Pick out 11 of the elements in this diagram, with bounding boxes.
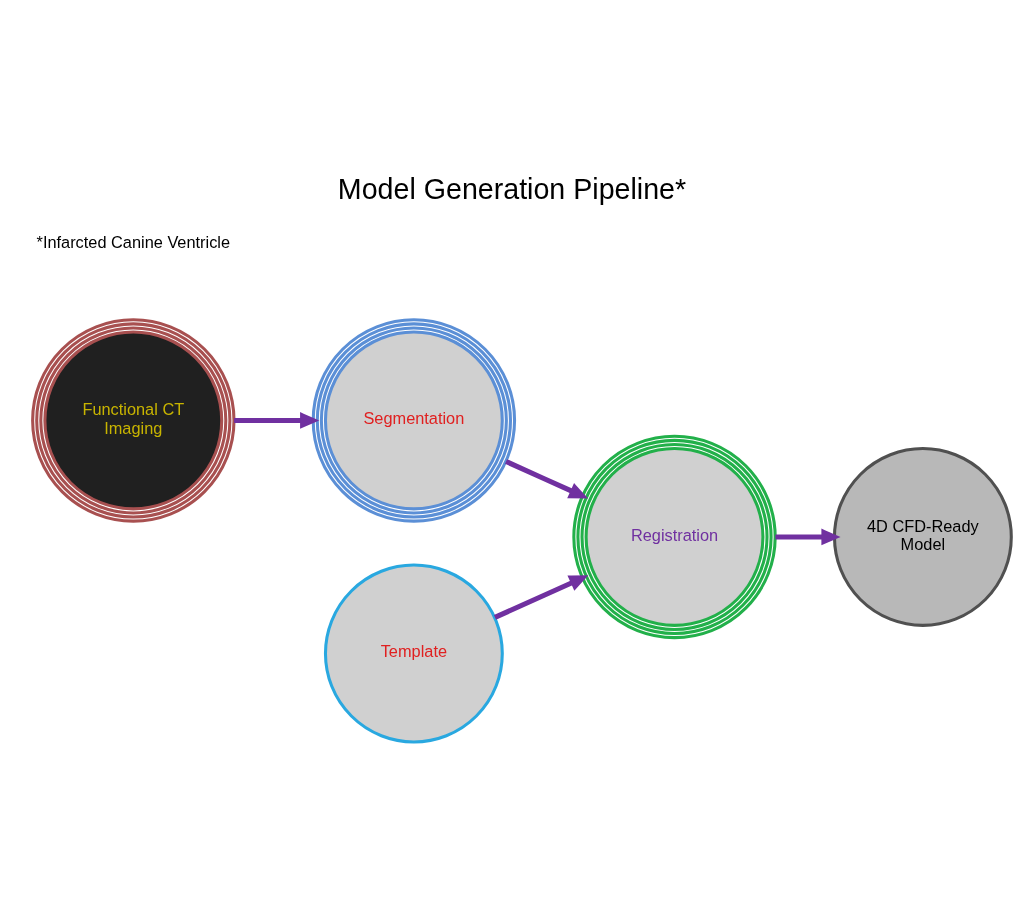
arrow	[505, 459, 589, 499]
node-circle: Functional CT Imaging	[31, 318, 236, 523]
node-circle: 4D CFD-Ready Model	[832, 447, 1013, 627]
label: *Infarcted Canine Ventricle	[36, 232, 231, 251]
node-circle: Template	[323, 563, 504, 744]
arrow	[493, 575, 589, 620]
arrow	[775, 528, 841, 546]
node-circle: Registration	[572, 434, 777, 640]
node-circle: Segmentation	[311, 318, 517, 523]
arrow	[234, 412, 320, 429]
diagram-title: Model Generation Pipeline*	[337, 173, 687, 206]
